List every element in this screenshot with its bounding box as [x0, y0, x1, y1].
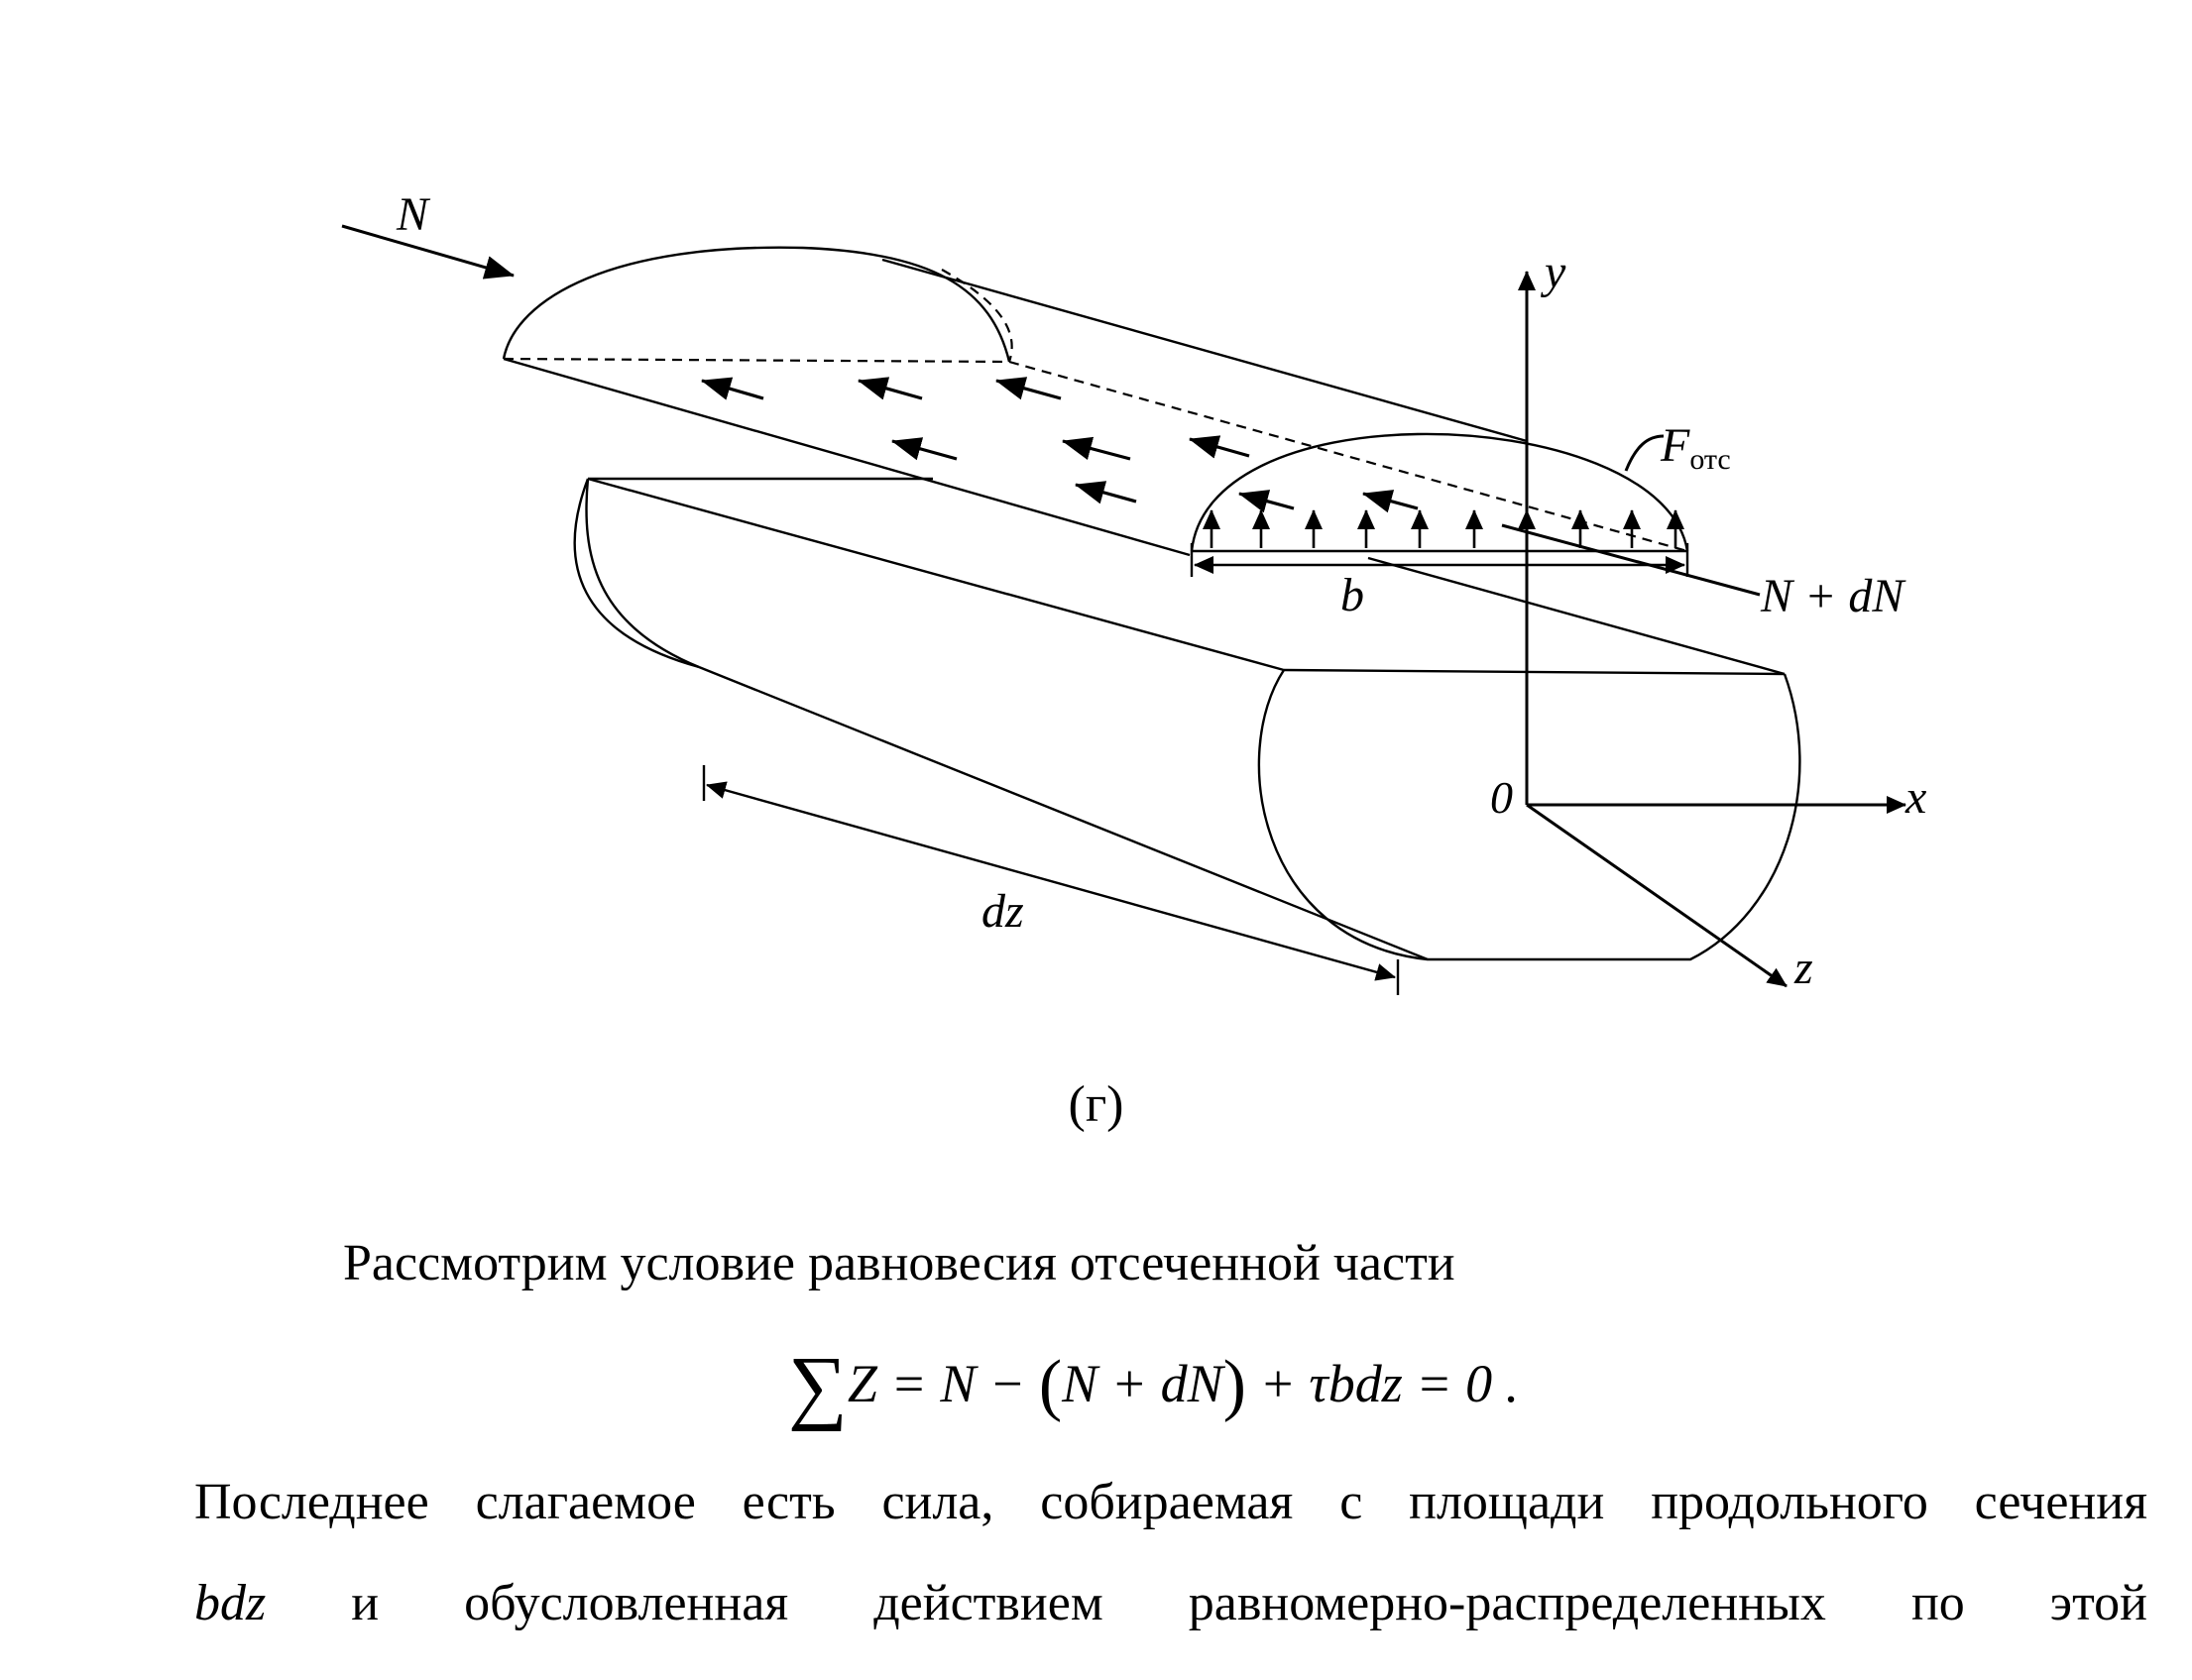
- label-N: N: [396, 188, 431, 241]
- lower-body-top-slant: [587, 477, 1285, 672]
- equilibrium-formula: ∑Z = N − (N + dN) + τbdz = 0 .: [788, 1338, 1519, 1434]
- force-NdN-line: [1501, 523, 1761, 597]
- label-origin: 0: [1490, 772, 1513, 823]
- label-N-dN: N + dN: [1760, 570, 1906, 622]
- var-bdz: bdz: [194, 1575, 267, 1631]
- label-dz: dz: [981, 885, 1024, 938]
- paragraph-line-3-cut: площади касательных напряжений τ. Из пос…: [194, 1654, 2147, 1680]
- formula-rparen: ): [1222, 1347, 1246, 1423]
- formula-inner: N + dN: [1062, 1354, 1223, 1413]
- label-b: b: [1340, 569, 1364, 621]
- paragraph-line-2: bdz и обусловленная действием равномерно…: [194, 1553, 2147, 1654]
- dim-dz-line: [706, 781, 1396, 981]
- upper-back-ellipse: [502, 246, 1011, 363]
- formula-rhs: + τbdz = 0 .: [1245, 1354, 1520, 1413]
- figure-caption: (г): [1068, 1076, 1124, 1133]
- lower-body-left-curve: [573, 478, 700, 669]
- shear-arrow: [995, 377, 1062, 400]
- lower-body-left-curve-top: [585, 478, 700, 669]
- shear-arrow: [858, 377, 923, 400]
- shear-arrow: [1238, 490, 1295, 513]
- paragraph-equilibrium: Рассмотрим условие равновесия отсеченной…: [343, 1235, 1455, 1291]
- label-z: z: [1793, 942, 1813, 994]
- upper-front-ellipse: [1190, 432, 1689, 552]
- lower-front-ellipse: [1257, 669, 1801, 961]
- lower-body-top-front-edge: [1283, 668, 1786, 676]
- upper-hidden-edge-top: [503, 357, 1010, 364]
- formula-lhs: Z = N −: [847, 1354, 1039, 1413]
- label-x: x: [1904, 771, 1926, 824]
- shear-arrow: [1062, 436, 1131, 461]
- paragraph-explanation: Последнее слагаемое есть сила, собираема…: [194, 1452, 2147, 1654]
- paragraph-line-1: Последнее слагаемое есть сила, собираема…: [194, 1474, 2147, 1530]
- upper-top-edge: [881, 258, 1528, 443]
- shear-arrow: [701, 377, 764, 400]
- shear-arrow: [891, 437, 958, 461]
- upper-hidden-arc: [941, 269, 1013, 363]
- shear-arrow: [1189, 435, 1250, 459]
- label-y: y: [1540, 246, 1566, 298]
- shear-arrow: [1362, 490, 1419, 513]
- label-F: Fотс: [1660, 419, 1731, 476]
- upper-bottom-solid-edge: [503, 357, 1191, 557]
- shear-arrow: [1075, 481, 1137, 504]
- paragraph-line-2-rest: и обусловленная действием равномерно-рас…: [266, 1575, 2147, 1631]
- F-leader: [1624, 434, 1665, 472]
- lower-body-back-edge: [1367, 556, 1786, 676]
- force-N-arrow: [341, 224, 515, 280]
- formula-lparen: (: [1038, 1347, 1063, 1423]
- sum-symbol: ∑: [788, 1340, 848, 1432]
- figure-cut-beam: N y Fотс N + dN b 0 x dz z: [341, 188, 1926, 995]
- axis-z: [1526, 803, 1788, 988]
